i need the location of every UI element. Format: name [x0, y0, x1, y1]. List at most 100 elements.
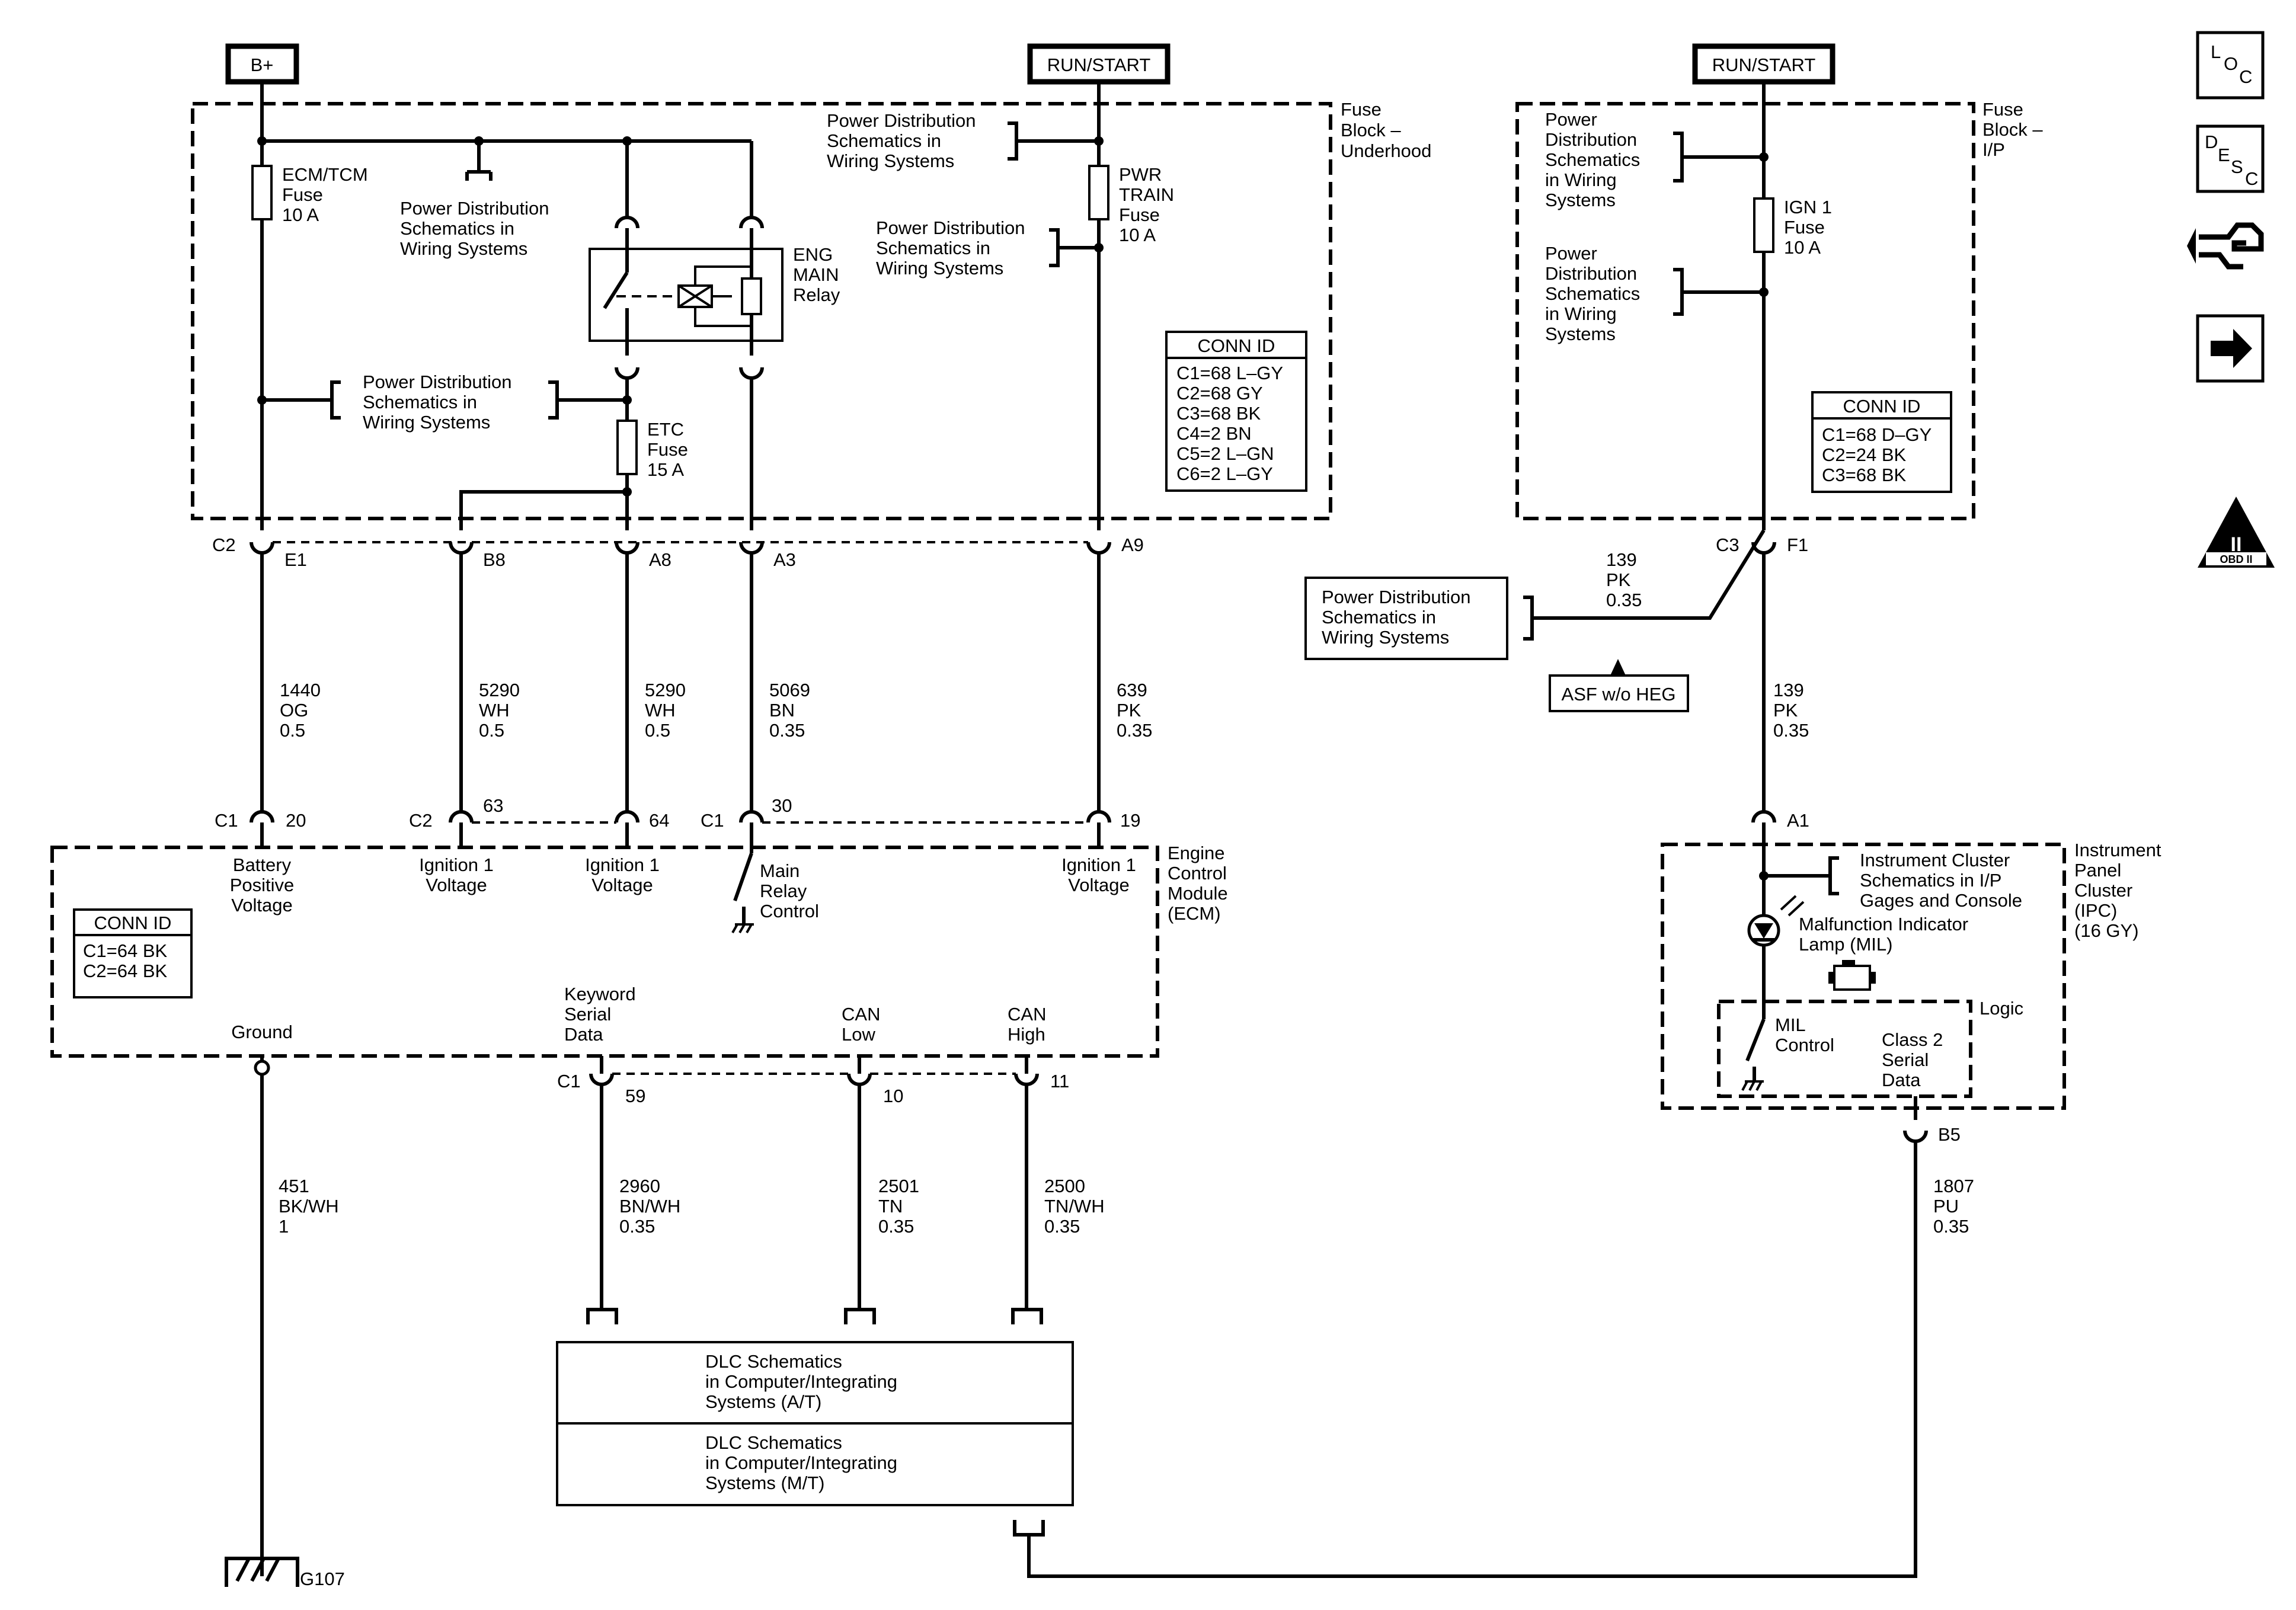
svg-text:0.5: 0.5: [645, 720, 670, 741]
conn-id-underhood: CONN ID C1=68 L–GY C2=68 GY C3=68 BK C4=…: [1165, 331, 1307, 492]
svg-text:Power Distribution: Power Distribution: [363, 372, 512, 392]
wire-639-label: 639 PK 0.35: [1117, 680, 1152, 741]
conn-a8: A8: [649, 549, 671, 570]
wire-5290b-label: 5290 WH 0.5: [645, 680, 686, 741]
ecm-can-high: CAN High: [1008, 1004, 1046, 1045]
fuse-block-underhood-label-2: Block –: [1341, 120, 1401, 140]
mil-lamp-icon: [1747, 895, 1805, 947]
ecm-ignition-1-b: Ignition 1 Voltage: [585, 854, 660, 895]
svg-text:Ignition 1: Ignition 1: [585, 854, 660, 875]
ipc-inst-cluster-ref: Instrument Cluster Schematics in I/P Gag…: [1759, 850, 2022, 911]
fuse-block-ip-label-2: Block –: [1982, 119, 2043, 140]
svg-text:TN: TN: [878, 1196, 903, 1217]
ecm-label-2: Control: [1168, 863, 1227, 884]
svg-text:1440: 1440: [280, 680, 321, 700]
conn-c2-top: C2: [212, 534, 236, 555]
ground-g107-label: G107: [300, 1569, 345, 1589]
pwr-train-fuse-label-1: PWR: [1119, 164, 1162, 185]
svg-text:Battery: Battery: [233, 854, 292, 875]
ecm-pin-63: 63: [483, 795, 503, 816]
conn-c3: C3: [1716, 534, 1739, 555]
fuse-block-ip-label-1: Fuse: [1982, 99, 2023, 120]
ipc-mil-control-1: MIL: [1775, 1014, 1806, 1035]
svg-text:Distribution: Distribution: [1545, 263, 1637, 284]
svg-text:Power Distribution: Power Distribution: [400, 198, 549, 219]
svg-text:CAN: CAN: [1008, 1004, 1046, 1025]
svg-text:CONN ID: CONN ID: [1843, 396, 1921, 417]
conn-a3: A3: [773, 549, 796, 570]
fuse-block-underhood-label-3: Underhood: [1341, 140, 1431, 161]
fuse-block-underhood-outline: [191, 102, 1332, 520]
svg-text:OBD II: OBD II: [2220, 553, 2252, 565]
svg-text:Serial: Serial: [564, 1004, 611, 1025]
ipc-mil-control-2: Control: [1775, 1035, 1834, 1055]
ipc-outline: [1661, 843, 2066, 1110]
svg-text:CONN ID: CONN ID: [1198, 335, 1275, 356]
svg-text:L: L: [2211, 41, 2221, 62]
svg-text:C5=2 L–GN: C5=2 L–GN: [1176, 443, 1274, 464]
ipc-label-3: Cluster: [2074, 880, 2132, 901]
loc-icon[interactable]: L O C: [2196, 31, 2265, 100]
conn-f1: F1: [1787, 534, 1808, 555]
svg-text:Distribution: Distribution: [1545, 129, 1637, 150]
etc-fuse-label-2: Fuse: [647, 439, 688, 460]
svg-text:Ignition 1: Ignition 1: [1061, 854, 1136, 875]
svg-text:C2=64 BK: C2=64 BK: [83, 961, 168, 981]
svg-text:C1=68 L–GY: C1=68 L–GY: [1176, 363, 1283, 383]
ipc-pin-a1: A1: [1787, 810, 1809, 831]
pwr-train-fuse-label-4: 10 A: [1119, 225, 1156, 245]
ecm-ignition-1-c: Ignition 1 Voltage: [1061, 854, 1136, 895]
desc-icon[interactable]: D E S C: [2196, 124, 2265, 193]
ipc-logic-label: Logic: [1980, 998, 2023, 1019]
ecm-ground-label: Ground: [231, 1022, 292, 1042]
svg-text:Systems: Systems: [1545, 190, 1616, 210]
header-b-plus-label: B+: [251, 55, 274, 75]
svg-text:Schematics in: Schematics in: [363, 392, 477, 412]
svg-text:Power Distribution: Power Distribution: [1322, 587, 1471, 607]
pd-ref-left-middle: Power Distribution Schematics in Wiring …: [257, 372, 632, 433]
ecm-pin-30: 30: [772, 795, 792, 816]
ecm-tcm-fuse-label-2: Fuse: [282, 184, 323, 205]
ign1-fuse: [1753, 197, 1774, 253]
svg-text:Power Distribution: Power Distribution: [827, 110, 976, 131]
obd-ii-icon[interactable]: II OBD II: [2198, 497, 2275, 568]
svg-text:139: 139: [1606, 549, 1637, 570]
svg-text:0.35: 0.35: [1773, 720, 1809, 741]
ecm-can-low: CAN Low: [842, 1004, 880, 1045]
svg-text:Schematics in: Schematics in: [400, 218, 514, 239]
dlc-at-label-1: DLC Schematics: [705, 1351, 842, 1372]
ecm-tcm-fuse: [251, 165, 273, 220]
wire-139-diag-label: 139 PK 0.35: [1606, 549, 1642, 610]
svg-text:C2=24 BK: C2=24 BK: [1822, 444, 1907, 465]
svg-text:Schematics in: Schematics in: [827, 130, 941, 151]
pd-ref-ip-upper: Power Distribution Schematics in Wiring …: [1545, 109, 1769, 210]
svg-text:451: 451: [279, 1176, 309, 1196]
svg-text:High: High: [1008, 1024, 1045, 1045]
svg-text:PK: PK: [1773, 700, 1798, 721]
svg-text:Schematics in I/P: Schematics in I/P: [1860, 870, 2001, 891]
svg-text:5290: 5290: [479, 680, 520, 700]
ecm-ignition-1-a: Ignition 1 Voltage: [419, 854, 494, 895]
svg-text:139: 139: [1773, 680, 1804, 700]
svg-text:0.5: 0.5: [479, 720, 504, 741]
wire-2960-label: 2960 BN/WH 0.35: [619, 1176, 680, 1237]
ecm-label-1: Engine: [1168, 843, 1225, 863]
svg-text:D: D: [2205, 132, 2218, 152]
svg-text:Low: Low: [842, 1024, 875, 1045]
ecm-pin-c1: C1: [215, 810, 238, 831]
pd-ref-ip-lower: Power Distribution Schematics in Wiring …: [1545, 243, 1769, 344]
next-arrow-icon[interactable]: [2196, 314, 2265, 383]
ipc-label-4: (IPC): [2074, 900, 2117, 921]
ecm-pin-10: 10: [883, 1086, 903, 1106]
svg-text:Schematics: Schematics: [1545, 283, 1640, 304]
svg-text:ASF w/o HEG: ASF w/o HEG: [1562, 684, 1676, 705]
ecm-tcm-fuse-label-1: ECM/TCM: [282, 164, 368, 185]
conn-id-ecm: CONN ID C1=64 BK C2=64 BK: [73, 908, 193, 998]
ipc-label-1: Instrument: [2074, 840, 2161, 860]
svg-text:5290: 5290: [645, 680, 686, 700]
svg-text:Voltage: Voltage: [1068, 875, 1129, 895]
svg-text:2960: 2960: [619, 1176, 660, 1196]
svg-text:Voltage: Voltage: [231, 895, 292, 916]
connector-tool-icon[interactable]: [2187, 222, 2264, 270]
svg-text:1807: 1807: [1933, 1176, 1974, 1196]
